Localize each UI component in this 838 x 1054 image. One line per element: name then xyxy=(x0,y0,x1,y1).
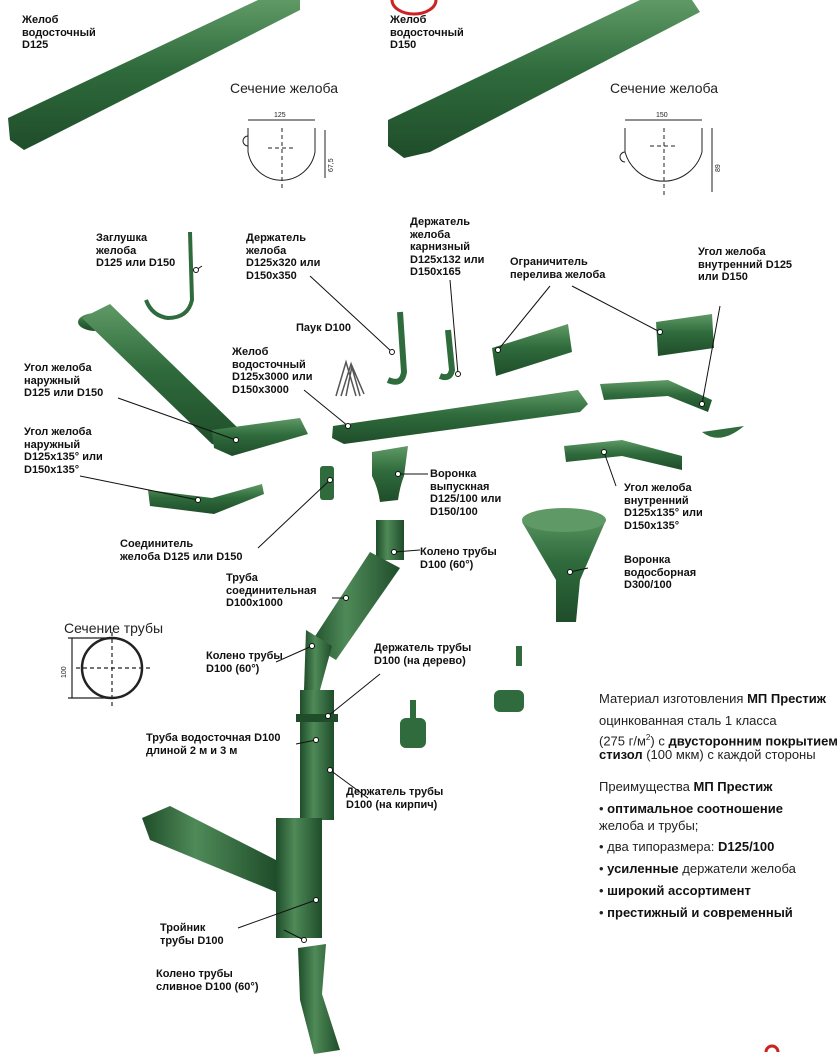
inner-corner-cap-part xyxy=(702,426,744,438)
pipe-section-label: Сечение трубы xyxy=(64,620,164,636)
tee-part xyxy=(142,806,276,892)
gutter-d150-part xyxy=(388,0,700,158)
connecting-pipe-part xyxy=(310,552,400,660)
label-outlet-funnel: Воронка выпускная D125/100 или D150/100 xyxy=(430,468,502,518)
dim-d150-width: 150 xyxy=(656,112,668,119)
label-connecting-pipe: Труба соединительная D100x1000 xyxy=(226,572,317,609)
label-end-cap: Заглушка желоба D125 или D150 xyxy=(96,232,176,269)
sloped-gutter-part xyxy=(82,304,240,448)
holder-eave-a-part xyxy=(386,311,408,385)
downpipe-part xyxy=(300,690,334,820)
gutter-system-diagram: 125 67,5 150 89 100 xyxy=(8,0,780,1054)
label-pipe-holder-brick: Держатель трубы D100 (на кирпич) xyxy=(346,786,444,811)
pipe-section xyxy=(68,632,150,706)
spider-part xyxy=(335,359,365,397)
outer-corner-part xyxy=(212,418,308,456)
holder-eave-b-part xyxy=(438,329,456,381)
outlet-funnel-part xyxy=(372,446,408,502)
advantage-item-5: престижный и современный xyxy=(599,904,810,921)
holder-part xyxy=(144,231,195,321)
inner-corner-135-part xyxy=(564,440,682,470)
brand-logo-arc xyxy=(390,0,438,16)
label-inner-corner: Угол желоба внутренний D125 или D150 xyxy=(698,246,793,283)
material-line-1: Материал изготовления МП Престиж xyxy=(599,691,826,706)
outer-corner-135-part xyxy=(148,484,264,514)
dim-d125-depth: 67,5 xyxy=(328,158,335,172)
gutter-section-label-d125: Сечение желоба xyxy=(230,80,339,96)
brand-mark xyxy=(764,1044,780,1053)
label-collector-funnel: Воронка водосборная D300/100 xyxy=(624,554,697,591)
gutter-d125-part xyxy=(8,0,300,150)
dim-d150-depth: 89 xyxy=(715,164,722,172)
collector-funnel-part xyxy=(522,510,606,622)
label-overflow-limiter: Ограничитель перелива желоба xyxy=(510,256,606,281)
advantage-item-2: два типоразмера: D125/100 xyxy=(599,838,810,855)
label-outer-corner-135: Угол желоба наружный D125x135° или D150x… xyxy=(24,426,103,476)
label-drain-elbow: Колено трубы сливное D100 (60°) xyxy=(156,968,259,993)
label-outer-corner: Угол желоба наружный D125 или D150 xyxy=(24,362,104,399)
gutter-section-label-d150: Сечение желоба xyxy=(610,80,719,96)
label-holder-eave: Держатель желоба карнизный D125x132 или … xyxy=(410,216,485,278)
advantages-heading: Преимущества МП Престиж xyxy=(599,779,773,794)
label-connector: Соединитель желоба D125 или D150 xyxy=(120,538,243,563)
advantage-item-3: усиленные держатели желоба xyxy=(599,860,810,877)
label-spider: Паук D100 xyxy=(296,322,351,334)
leader-dots xyxy=(193,267,705,943)
label-inner-corner-135: Угол желоба внутренний D125x135° или D15… xyxy=(624,482,703,532)
advantage-item-4: широкий ассортимент xyxy=(599,882,810,899)
label-gutter-d150: Желоб водосточный D150 xyxy=(390,14,464,51)
label-tee: Тройник трубы D100 xyxy=(160,922,224,947)
inner-corner-d125-part xyxy=(600,380,712,412)
pipe-holder-wood-part xyxy=(494,690,524,712)
material-line-4: стизол (100 мкм) с каждой стороны xyxy=(599,747,816,762)
overflow-limiter-part xyxy=(492,324,572,376)
label-pipe-elbow-1: Колено трубы D100 (60°) xyxy=(420,546,497,571)
label-holder: Держатель желоба D125x320 или D150x350 xyxy=(246,232,321,282)
advantage-item-1-cont: желоба и трубы; xyxy=(599,818,699,833)
dim-pipe-diameter: 100 xyxy=(61,666,68,678)
inner-corner-part xyxy=(656,314,714,356)
material-line-3: (275 г/м2) с двусторонним покрытием xyxy=(599,733,838,749)
advantage-item-1: оптимальное соотношение xyxy=(599,800,810,817)
leader-lines xyxy=(79,265,721,941)
label-pipe-holder-wood: Держатель трубы D100 (на дерево) xyxy=(374,642,472,667)
gutter-section-d125 xyxy=(242,119,326,190)
dim-d125-width: 125 xyxy=(274,112,286,119)
drain-elbow-part xyxy=(298,944,340,1054)
label-pipe-elbow-2: Колено трубы D100 (60°) xyxy=(206,650,283,675)
label-downpipe: Труба водосточная D100 длиной 2 м и 3 м xyxy=(146,732,281,757)
gutter-3000-part xyxy=(332,390,588,444)
label-gutter-d125: Желоб водосточный D125 xyxy=(22,14,96,51)
pipe-holder-brick-part xyxy=(400,718,426,748)
material-line-2: оцинкованная сталь 1 класса xyxy=(599,713,777,728)
label-gutter-3000: Желоб водосточный D125x3000 или D150x300… xyxy=(232,346,313,396)
gutter-section-d150 xyxy=(619,119,713,198)
